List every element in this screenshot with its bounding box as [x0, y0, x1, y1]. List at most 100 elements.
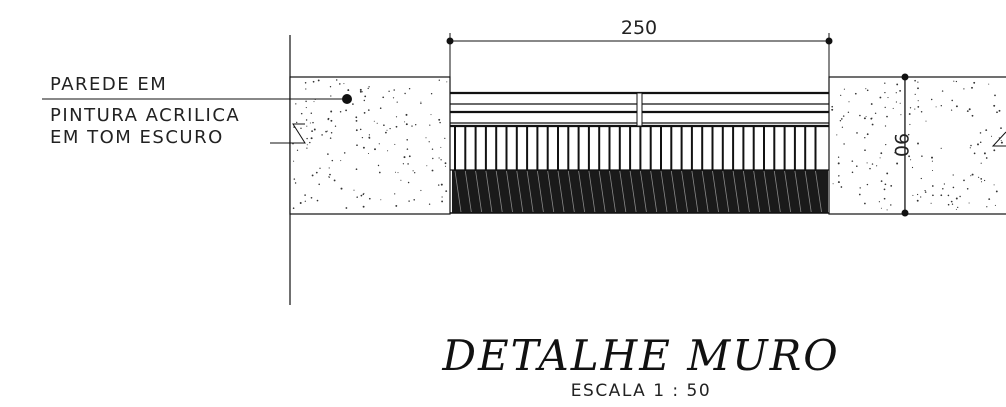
concrete-speck — [993, 149, 996, 152]
concrete-speck — [444, 162, 447, 165]
concrete-speck — [988, 198, 991, 200]
concrete-speck — [980, 162, 982, 164]
concrete-speck — [977, 176, 980, 178]
concrete-speck — [963, 179, 965, 182]
concrete-speck — [980, 178, 983, 180]
base-hatch-line — [506, 170, 513, 213]
concrete-speck — [317, 79, 320, 82]
concrete-speck — [886, 115, 888, 118]
dimension-dot — [825, 37, 833, 45]
concrete-speck — [842, 115, 845, 117]
concrete-speck — [378, 171, 381, 174]
concrete-speck — [330, 95, 332, 97]
concrete-speck — [966, 188, 969, 190]
concrete-speck — [376, 122, 378, 124]
concrete-speck — [355, 168, 358, 171]
base-hatch-line — [650, 170, 658, 213]
concrete-speck — [335, 79, 338, 81]
concrete-speck — [998, 109, 1001, 112]
concrete-speck — [979, 132, 982, 134]
concrete-speck — [884, 125, 887, 127]
concrete-speck — [940, 194, 943, 197]
concrete-speck — [940, 105, 942, 107]
width-dimension-value: 250 — [621, 17, 657, 39]
concrete-speck — [973, 152, 976, 155]
concrete-speck — [993, 184, 995, 186]
concrete-speck — [306, 147, 308, 149]
concrete-speck — [404, 121, 406, 123]
concrete-speck — [973, 81, 976, 84]
concrete-speck — [1000, 127, 1002, 129]
concrete-speck — [876, 165, 878, 167]
concrete-speck — [894, 151, 896, 154]
concrete-speck — [405, 123, 408, 126]
concrete-speck — [995, 190, 998, 193]
gate-vertical-bars — [454, 126, 817, 170]
concrete-speck — [373, 120, 375, 122]
concrete-speck — [347, 89, 350, 92]
concrete-speck — [295, 103, 297, 105]
concrete-speck — [971, 173, 974, 176]
concrete-speck — [840, 118, 843, 120]
concrete-speck — [305, 119, 308, 121]
base-hatch-line — [804, 170, 812, 213]
concrete-speck — [356, 196, 358, 198]
concrete-speck — [400, 179, 402, 181]
drawing-title-block: DETALHE MURO ESCALA 1 : 50 — [441, 331, 837, 401]
concrete-speck — [339, 111, 342, 113]
concrete-speck — [859, 114, 861, 117]
concrete-speck — [386, 129, 388, 131]
concrete-speck — [445, 190, 448, 192]
concrete-speck — [385, 131, 387, 134]
concrete-speck — [1000, 139, 1002, 142]
concrete-speck — [431, 169, 434, 172]
base-hatch-line — [815, 170, 822, 213]
concrete-speck — [969, 147, 971, 149]
concrete-speck — [360, 194, 363, 197]
concrete-speck — [879, 96, 882, 99]
concrete-speck — [440, 183, 443, 186]
concrete-speck — [856, 165, 858, 167]
base-hatch-line — [454, 170, 462, 213]
concrete-speck — [955, 208, 957, 210]
base-hatch-line — [784, 170, 791, 213]
concrete-speck — [440, 159, 442, 161]
concrete-speck — [432, 157, 434, 160]
concrete-speck — [908, 113, 911, 115]
concrete-speck — [310, 137, 313, 140]
annotation-line-3: EM TOM ESCURO — [50, 127, 224, 148]
concrete-speck — [907, 133, 910, 136]
concrete-speck — [878, 201, 880, 203]
concrete-speck — [955, 80, 958, 83]
concrete-speck — [415, 124, 417, 126]
concrete-speck — [356, 144, 358, 147]
base-hatch-line — [712, 170, 719, 213]
concrete-speck — [963, 88, 965, 90]
leader-dot — [342, 94, 352, 104]
concrete-speck — [909, 123, 911, 126]
concrete-speck — [299, 202, 302, 204]
concrete-speck — [836, 134, 838, 136]
concrete-speck — [983, 152, 986, 155]
concrete-speck — [883, 197, 886, 200]
concrete-speck — [947, 194, 950, 197]
concrete-speck — [943, 183, 946, 185]
base-hatch-line — [660, 170, 668, 213]
concrete-speck — [920, 196, 922, 198]
base-hatch-line — [794, 170, 802, 213]
base-hatch-line — [753, 170, 761, 213]
concrete-speck — [377, 164, 380, 167]
concrete-speck — [930, 98, 933, 101]
concrete-speck — [439, 121, 441, 124]
concrete-speck — [343, 83, 345, 85]
concrete-speck — [413, 199, 415, 201]
concrete-speck — [330, 131, 333, 134]
concrete-speck — [345, 109, 347, 112]
concrete-speck — [887, 97, 889, 99]
concrete-hatch-right — [831, 79, 1003, 211]
concrete-speck — [909, 107, 912, 109]
concrete-speck — [920, 111, 923, 113]
concrete-speck — [866, 162, 868, 164]
concrete-speck — [310, 196, 313, 199]
